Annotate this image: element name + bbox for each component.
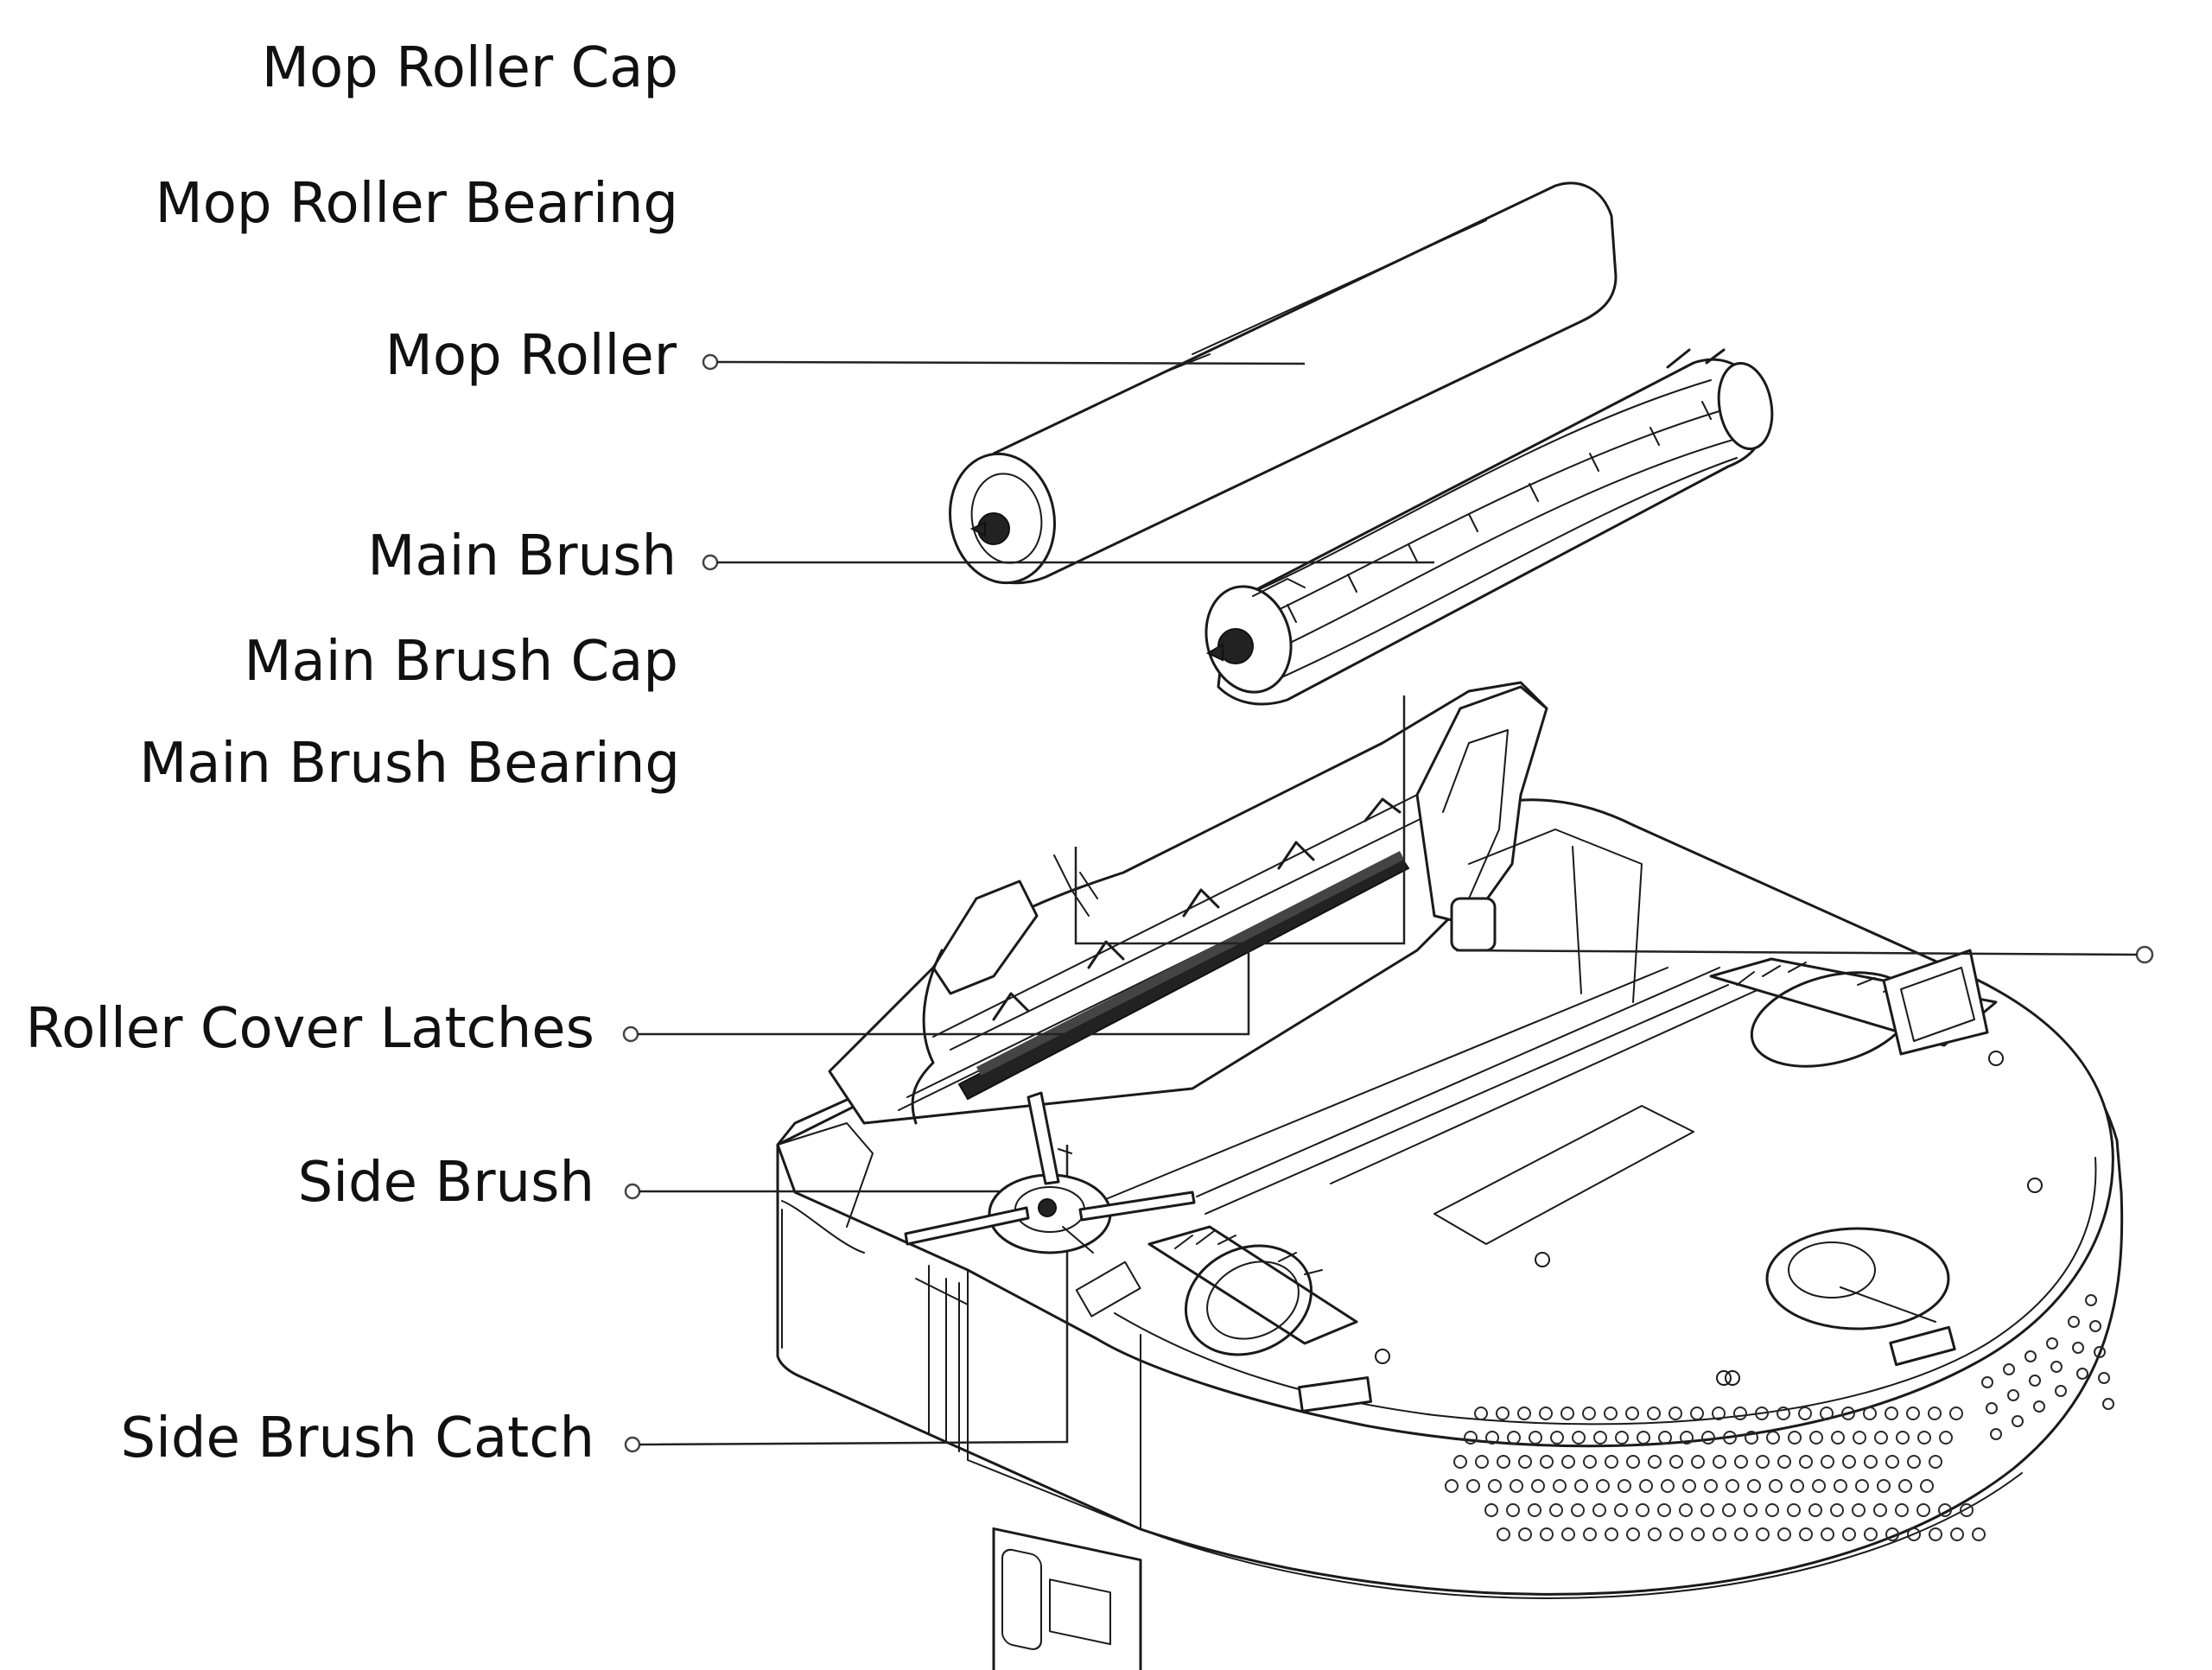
front-sensor-housing: [992, 1527, 1142, 1670]
label-main-brush-cap: Main Brush Cap: [244, 630, 678, 694]
rear-caster-wheel: [1765, 1227, 1950, 1330]
label-mop-roller-cap: Mop Roller Cap: [262, 36, 678, 100]
roller-cover-latches-pointer: [622, 1025, 639, 1043]
side-brush-catch-pointer: [624, 1436, 641, 1453]
label-roller-cover-latches: Roller Cover Latches: [25, 997, 594, 1061]
mop-roller-part: [948, 181, 1618, 585]
deck-panel: [1433, 1105, 1694, 1245]
side-brush-arm-2: [1078, 1191, 1196, 1222]
main-brush-pointer: [702, 554, 719, 571]
cover-right-latch: [1450, 897, 1497, 952]
main-brush-part: [1205, 348, 1774, 706]
leader-lines: [622, 353, 2154, 1453]
right-drive-wheel: [1709, 949, 1998, 1068]
side-brush-part: [904, 1091, 1196, 1254]
side-brush-arm-1: [1027, 1091, 1060, 1185]
side-brush-pointer: [624, 1183, 641, 1200]
mop-roller-pointer: [702, 353, 719, 371]
right-vent-grille: [1981, 1294, 2114, 1440]
left-drive-wheel: [1147, 1225, 1358, 1356]
part-labels: Mop Roller Cap Mop Roller Bearing Mop Ro…: [25, 36, 680, 1470]
label-mop-roller-bearing: Mop Roller Bearing: [156, 172, 678, 236]
roller-cover-assembly: [828, 681, 1643, 1125]
label-side-brush-catch: Side Brush Catch: [120, 1406, 594, 1470]
label-mop-roller: Mop Roller: [385, 324, 677, 388]
side-brush-arm-3: [904, 1206, 1030, 1246]
label-side-brush: Side Brush: [298, 1151, 594, 1215]
label-main-brush: Main Brush: [367, 524, 677, 588]
right-part-pointer: [2135, 945, 2154, 964]
label-main-brush-bearing: Main Brush Bearing: [139, 732, 680, 796]
side-vent-grille: [1445, 1294, 2114, 1541]
